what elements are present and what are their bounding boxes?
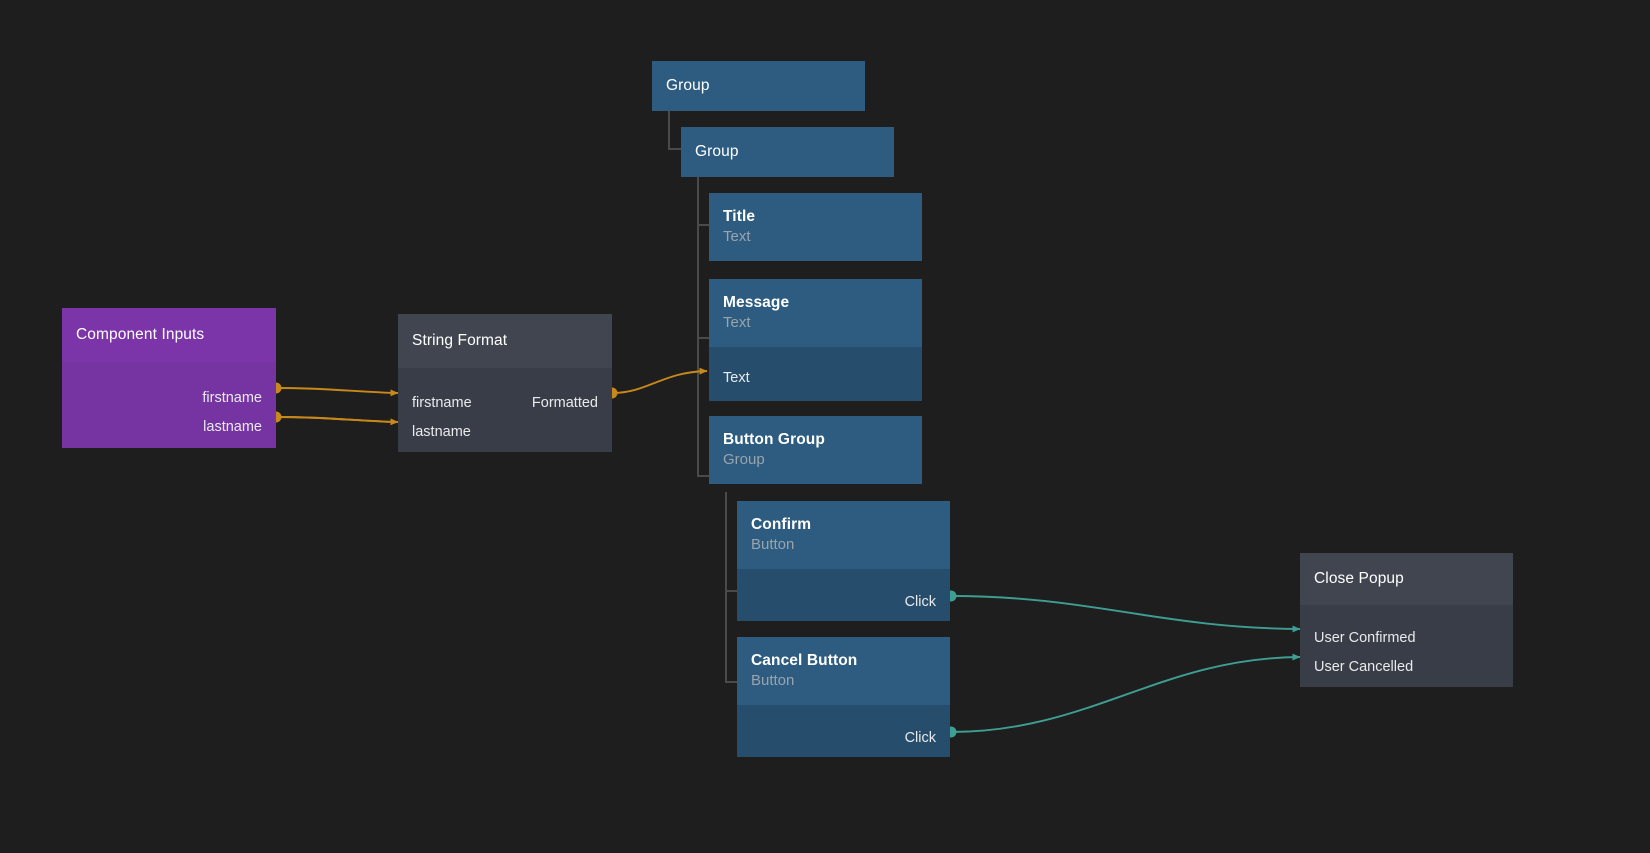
output-port-row[interactable]: Click <box>737 588 950 617</box>
port-label: Click <box>904 594 936 610</box>
port-label: Click <box>904 730 936 746</box>
port-label: firstname <box>412 395 472 411</box>
tree-connector-line <box>725 492 727 682</box>
port-row[interactable]: firstname Formatted <box>398 389 612 418</box>
port-label: User Confirmed <box>1314 629 1416 646</box>
node-title: Component Inputs <box>76 326 205 344</box>
node-confirm-button[interactable]: Confirm Button Click <box>737 501 950 621</box>
tree-connector-line <box>697 475 709 477</box>
node-subtitle: Button <box>751 672 795 690</box>
node-subtitle: Button <box>751 536 795 554</box>
node-header: Component Inputs <box>62 308 276 362</box>
node-subtitle: Text <box>723 314 751 332</box>
node-title: Cancel Button <box>751 652 858 670</box>
node-header: String Format <box>398 314 612 368</box>
port-label: Formatted <box>531 395 598 411</box>
node-message-text[interactable]: Message Text Text <box>709 279 922 401</box>
node-body: Click <box>737 569 950 621</box>
output-port-row[interactable]: firstname <box>62 384 276 413</box>
node-subtitle: Group <box>723 451 765 469</box>
node-cancel-button[interactable]: Cancel Button Button Click <box>737 637 950 757</box>
node-button-group[interactable]: Button Group Group <box>709 416 922 484</box>
output-port-row[interactable]: lastname <box>62 413 276 442</box>
node-body: User Confirmed User Cancelled <box>1300 605 1513 687</box>
node-title: Group <box>666 77 710 95</box>
node-close-popup[interactable]: Close Popup User Confirmed User Cancelle… <box>1300 553 1513 687</box>
node-group-root[interactable]: Group <box>652 61 865 111</box>
tree-connector-line <box>668 110 670 149</box>
node-title: Message <box>723 294 790 312</box>
node-subtitle: Text <box>723 228 751 246</box>
node-header: Close Popup <box>1300 553 1513 605</box>
node-header: Message Text <box>709 279 922 347</box>
node-component-inputs[interactable]: Component Inputs firstname lastname <box>62 308 276 448</box>
input-port-row[interactable]: Text <box>709 364 922 393</box>
node-title: Title <box>723 208 756 226</box>
port-label: lastname <box>412 424 471 440</box>
node-header: Group <box>681 127 894 177</box>
port-label: Text <box>723 370 750 386</box>
output-port-row[interactable]: Click <box>737 724 950 753</box>
tree-connector-line <box>668 148 682 150</box>
node-body: firstname lastname <box>62 362 276 448</box>
node-title: Close Popup <box>1314 570 1404 588</box>
port-label: lastname <box>203 419 262 435</box>
port-label: User Cancelled <box>1314 658 1414 675</box>
node-body: Text <box>709 347 922 401</box>
input-port-row[interactable]: User Cancelled <box>1300 652 1513 681</box>
input-port-row[interactable]: User Confirmed <box>1300 623 1513 652</box>
tree-connector-line <box>697 224 709 226</box>
tree-connector-line <box>725 681 737 683</box>
port-label: firstname <box>202 390 262 406</box>
node-group-child[interactable]: Group <box>681 127 894 177</box>
node-title-text[interactable]: Title Text <box>709 193 922 261</box>
input-port-row[interactable]: lastname <box>398 418 612 447</box>
node-body: firstname Formatted lastname <box>398 368 612 452</box>
node-title: Button Group <box>723 431 825 449</box>
node-title: Group <box>695 143 739 161</box>
node-header: Title Text <box>709 193 922 261</box>
tree-connector-line <box>697 337 709 339</box>
node-header: Group <box>652 61 865 111</box>
node-title: Confirm <box>751 516 812 534</box>
tree-connector-line <box>697 176 699 476</box>
node-header: Button Group Group <box>709 416 922 484</box>
node-header: Cancel Button Button <box>737 637 950 705</box>
node-body: Click <box>737 705 950 757</box>
node-string-format[interactable]: String Format firstname Formatted lastna… <box>398 314 612 452</box>
tree-connector-line <box>725 590 737 592</box>
node-header: Confirm Button <box>737 501 950 569</box>
node-title: String Format <box>412 332 508 350</box>
